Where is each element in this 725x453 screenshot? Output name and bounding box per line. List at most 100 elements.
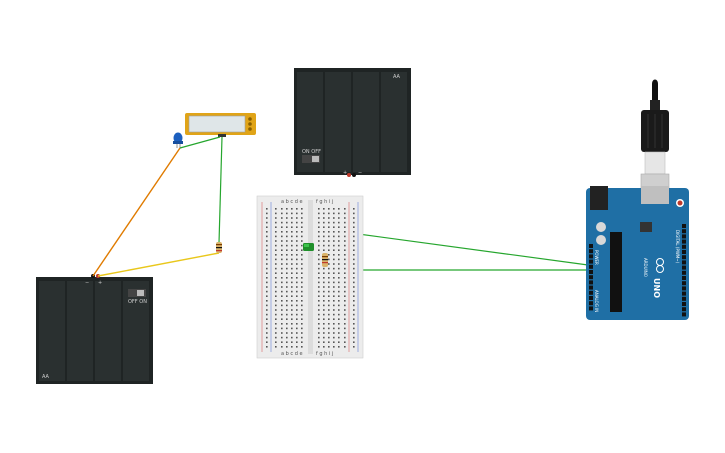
breadboard-hole[interactable] [353, 208, 355, 210]
header-pin[interactable] [682, 244, 686, 249]
breadboard-hole[interactable] [296, 258, 298, 261]
breadboard-hole[interactable] [328, 240, 330, 242]
breadboard-hole[interactable] [266, 249, 268, 251]
breadboard-hole[interactable] [286, 327, 288, 330]
breadboard-hole[interactable] [286, 217, 288, 219]
breadboard-hole[interactable] [344, 240, 346, 242]
breadboard-hole[interactable] [344, 327, 346, 330]
slide-switch-icon[interactable] [128, 289, 146, 297]
breadboard-hole[interactable] [266, 231, 268, 233]
breadboard-hole[interactable] [328, 254, 330, 256]
breadboard-hole[interactable] [318, 226, 320, 228]
breadboard-hole[interactable] [291, 272, 293, 274]
breadboard-hole[interactable] [291, 226, 293, 228]
header-pin[interactable] [589, 259, 593, 264]
breadboard-hole[interactable] [301, 318, 303, 320]
breadboard-hole[interactable] [344, 249, 346, 251]
breadboard-hole[interactable] [296, 272, 298, 274]
breadboard-hole[interactable] [344, 254, 346, 256]
header-pin[interactable] [589, 285, 593, 290]
breadboard-hole[interactable] [275, 267, 277, 270]
resistor-icon[interactable] [216, 242, 222, 253]
breadboard-hole[interactable] [333, 286, 335, 288]
breadboard-hole[interactable] [301, 249, 303, 251]
breadboard-hole[interactable] [301, 332, 303, 334]
breadboard-hole[interactable] [266, 341, 268, 343]
breadboard-hole[interactable] [333, 341, 335, 343]
breadboard-hole[interactable] [323, 249, 325, 251]
breadboard-hole[interactable] [338, 258, 340, 261]
breadboard-hole[interactable] [353, 212, 355, 215]
breadboard-hole[interactable] [291, 281, 293, 284]
breadboard-hole[interactable] [333, 332, 335, 334]
breadboard-hole[interactable] [318, 263, 320, 265]
breadboard-hole[interactable] [275, 249, 277, 251]
breadboard-hole[interactable] [328, 336, 330, 339]
breadboard-hole[interactable] [344, 277, 346, 279]
breadboard-hole[interactable] [318, 313, 320, 316]
breadboard-hole[interactable] [318, 217, 320, 219]
breadboard-hole[interactable] [281, 267, 283, 270]
header-pin[interactable] [589, 306, 593, 311]
breadboard-hole[interactable] [275, 332, 277, 334]
breadboard-hole[interactable] [328, 235, 330, 238]
header-pin[interactable] [682, 286, 686, 291]
breadboard-hole[interactable] [296, 327, 298, 330]
breadboard-hole[interactable] [291, 300, 293, 302]
breadboard-hole[interactable] [338, 221, 340, 224]
breadboard-hole[interactable] [323, 323, 325, 325]
breadboard-hole[interactable] [323, 267, 325, 270]
breadboard-hole[interactable] [333, 254, 335, 256]
breadboard-hole[interactable] [338, 304, 340, 307]
breadboard-hole[interactable] [338, 313, 340, 316]
breadboard-hole[interactable] [344, 208, 346, 210]
breadboard-hole[interactable] [318, 212, 320, 215]
breadboard-hole[interactable] [266, 221, 268, 224]
breadboard-hole[interactable] [291, 208, 293, 210]
breadboard-hole[interactable] [344, 267, 346, 270]
breadboard-hole[interactable] [323, 240, 325, 242]
header-pin[interactable] [682, 281, 686, 286]
breadboard-hole[interactable] [286, 318, 288, 320]
breadboard-hole[interactable] [333, 217, 335, 219]
breadboard-hole[interactable] [344, 286, 346, 288]
breadboard-hole[interactable] [291, 341, 293, 343]
breadboard-hole[interactable] [275, 290, 277, 293]
breadboard-hole[interactable] [328, 318, 330, 320]
breadboard-hole[interactable] [323, 304, 325, 307]
breadboard-hole[interactable] [296, 286, 298, 288]
breadboard-hole[interactable] [275, 212, 277, 215]
breadboard-hole[interactable] [301, 290, 303, 293]
breadboard-hole[interactable] [275, 327, 277, 330]
breadboard-hole[interactable] [344, 323, 346, 325]
breadboard-hole[interactable] [266, 336, 268, 339]
breadboard-hole[interactable] [286, 346, 288, 348]
breadboard-hole[interactable] [353, 235, 355, 238]
breadboard-hole[interactable] [296, 313, 298, 316]
breadboard-hole[interactable] [328, 327, 330, 330]
breadboard-hole[interactable] [344, 290, 346, 293]
breadboard-hole[interactable] [318, 323, 320, 325]
breadboard-hole[interactable] [328, 249, 330, 251]
breadboard-hole[interactable] [281, 208, 283, 210]
header-pin[interactable] [682, 234, 686, 239]
breadboard-hole[interactable] [275, 286, 277, 288]
breadboard-hole[interactable] [266, 217, 268, 219]
breadboard-hole[interactable] [286, 281, 288, 284]
header-pin[interactable] [589, 264, 593, 269]
breadboard-hole[interactable] [266, 258, 268, 261]
breadboard-hole[interactable] [296, 290, 298, 293]
breadboard-hole[interactable] [333, 281, 335, 284]
breadboard-hole[interactable] [281, 263, 283, 265]
breadboard-hole[interactable] [286, 309, 288, 311]
wire-yellow[interactable] [97, 252, 220, 277]
header-pin[interactable] [589, 254, 593, 259]
breadboard-hole[interactable] [291, 221, 293, 224]
breadboard-hole[interactable] [291, 244, 293, 247]
breadboard-hole[interactable] [318, 286, 320, 288]
breadboard-hole[interactable] [266, 332, 268, 334]
breadboard-hole[interactable] [301, 254, 303, 256]
breadboard-hole[interactable] [291, 332, 293, 334]
header-pin[interactable] [682, 296, 686, 301]
breadboard-hole[interactable] [281, 277, 283, 279]
